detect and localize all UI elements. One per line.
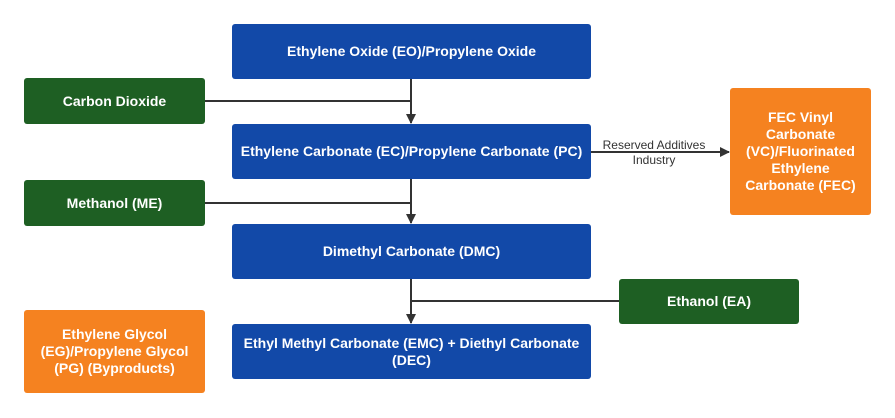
node-emc-dec-label: Ethyl Methyl Carbonate (EMC) + Diethyl C…	[243, 334, 580, 368]
node-ethanol: Ethanol (EA)	[619, 279, 799, 324]
node-ethanol-label: Ethanol (EA)	[667, 293, 751, 309]
node-fec-vc-label: FEC Vinyl Carbonate (VC)/Fluorinated Eth…	[745, 109, 856, 193]
node-methanol-label: Methanol (ME)	[66, 194, 163, 211]
node-methanol: Methanol (ME)	[24, 180, 205, 226]
node-ethylene-carbonate-label: Ethylene Carbonate (EC)/Propylene Carbon…	[240, 143, 583, 159]
node-ethylene-oxide-label: Ethylene Oxide (EO)/Propylene Oxide	[287, 43, 536, 59]
node-glycol-byproducts: Ethylene Glycol (EG)/Propylene Glycol (P…	[24, 310, 205, 393]
node-ethylene-oxide: Ethylene Oxide (EO)/Propylene Oxide	[232, 24, 591, 79]
node-ethylene-carbonate: Ethylene Carbonate (EC)/Propylene Carbon…	[232, 124, 591, 179]
node-dimethyl-carbonate: Dimethyl Carbonate (DMC)	[232, 224, 591, 279]
node-fec-vc: FEC Vinyl Carbonate (VC)/Fluorinated Eth…	[730, 88, 871, 215]
edge-label-line-1: Reserved Additives	[602, 138, 706, 152]
node-carbon-dioxide: Carbon Dioxide	[24, 78, 205, 124]
node-dimethyl-carbonate-label: Dimethyl Carbonate (DMC)	[322, 243, 501, 259]
edge-label-reserved-additives: Reserved Additives Industry	[592, 138, 716, 168]
edge-label-line-2: Industry	[632, 153, 676, 167]
node-glycol-byproducts-label: Ethylene Glycol (EG)/Propylene Glycol (P…	[40, 326, 189, 376]
node-carbon-dioxide-label: Carbon Dioxide	[62, 92, 167, 109]
node-emc-dec: Ethyl Methyl Carbonate (EMC) + Diethyl C…	[232, 324, 591, 379]
